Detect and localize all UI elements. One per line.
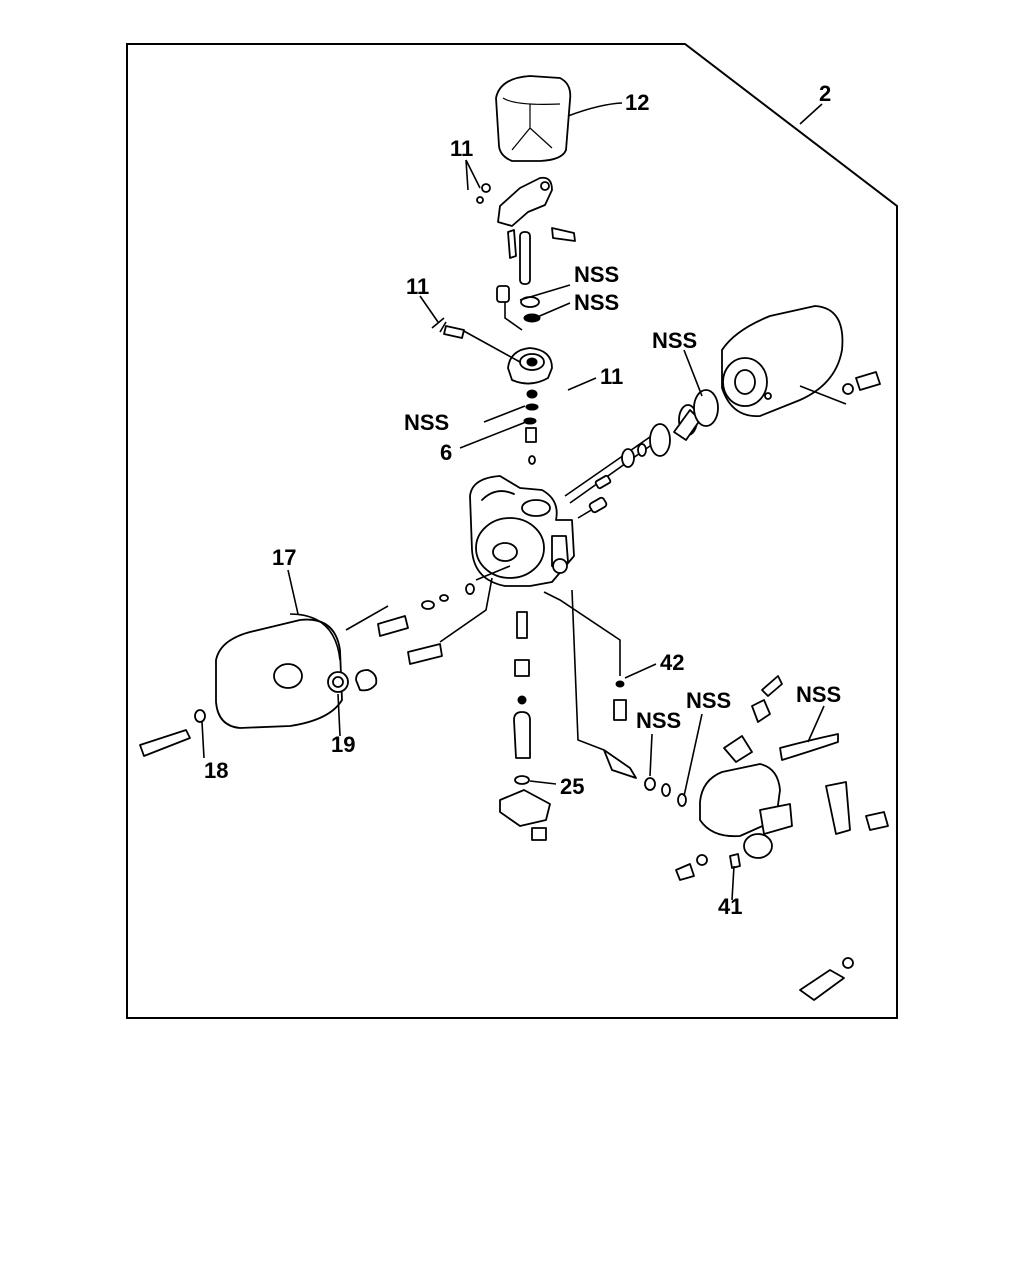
bottom-stack [499, 611, 551, 841]
label-pin-11-right: 11 [600, 364, 623, 389]
linkage-assembly-right [543, 589, 889, 881]
upper-screw-washers [496, 285, 541, 331]
throttle-shaft-right [564, 389, 719, 519]
label-nss-3: NSS [652, 328, 697, 353]
label-assembly-2: 2 [819, 81, 831, 106]
label-nss-4: NSS [404, 410, 449, 435]
label-spring-41: 41 [718, 894, 742, 919]
diaphragm-cover-left [139, 605, 389, 757]
needle-stack [523, 389, 539, 465]
cover-part [495, 75, 572, 162]
pump-housing-right [721, 305, 881, 417]
label-nss-1: NSS [574, 262, 619, 287]
left-fittings [377, 565, 511, 665]
label-nss-6: NSS [796, 682, 841, 707]
label-gasket-25: 25 [560, 774, 584, 799]
label-nss-2: NSS [574, 290, 619, 315]
label-needle-6: 6 [440, 440, 452, 465]
carburetor-body [469, 475, 575, 587]
label-pin-11-left: 11 [406, 274, 429, 299]
label-pin-11-upper: 11 [450, 136, 473, 161]
label-washer-18: 18 [204, 758, 228, 783]
leader-lines [201, 102, 825, 901]
label-washer-19: 19 [331, 732, 355, 757]
label-washer-42: 42 [660, 650, 684, 675]
label-nss-5: NSS [686, 688, 731, 713]
label-nss-7: NSS [636, 708, 681, 733]
spare-clip-part [799, 957, 854, 1001]
throttle-hub-part [431, 317, 553, 385]
throttle-bracket-part [476, 176, 576, 285]
label-cover-12: 12 [625, 90, 649, 115]
diagram-frame [126, 43, 898, 1019]
label-gasket-17: 17 [272, 545, 296, 570]
